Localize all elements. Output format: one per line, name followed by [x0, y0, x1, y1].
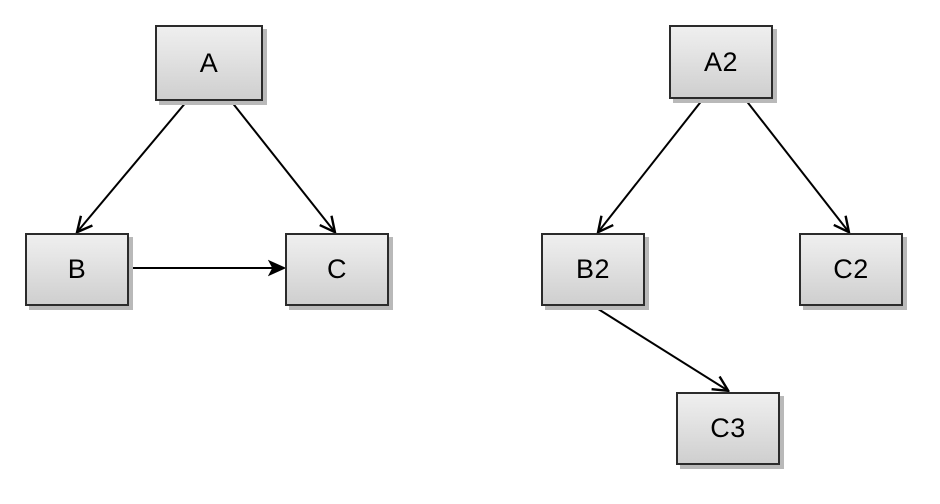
edge-a-to-c — [230, 100, 334, 231]
node-a[interactable]: A — [155, 25, 263, 101]
node-b2[interactable]: B2 — [541, 233, 645, 306]
node-c[interactable]: C — [285, 233, 389, 306]
node-b2-label: B2 — [575, 254, 611, 284]
node-c3-label: C3 — [710, 413, 746, 443]
node-c-label: C — [327, 254, 347, 284]
node-a2[interactable]: A2 — [669, 25, 773, 99]
node-c3[interactable]: C3 — [676, 392, 780, 465]
edge-a-to-b — [78, 100, 188, 231]
edge-a2-to-c2 — [744, 98, 848, 231]
edge-b2-to-c3 — [594, 306, 727, 390]
node-b[interactable]: B — [25, 233, 129, 306]
edge-a2-to-b2 — [599, 98, 704, 231]
node-c2-label: C2 — [833, 254, 869, 284]
node-a-label: A — [199, 47, 219, 78]
node-a2-label: A2 — [703, 46, 739, 77]
node-c2[interactable]: C2 — [799, 233, 903, 306]
node-b-label: B — [67, 254, 87, 284]
